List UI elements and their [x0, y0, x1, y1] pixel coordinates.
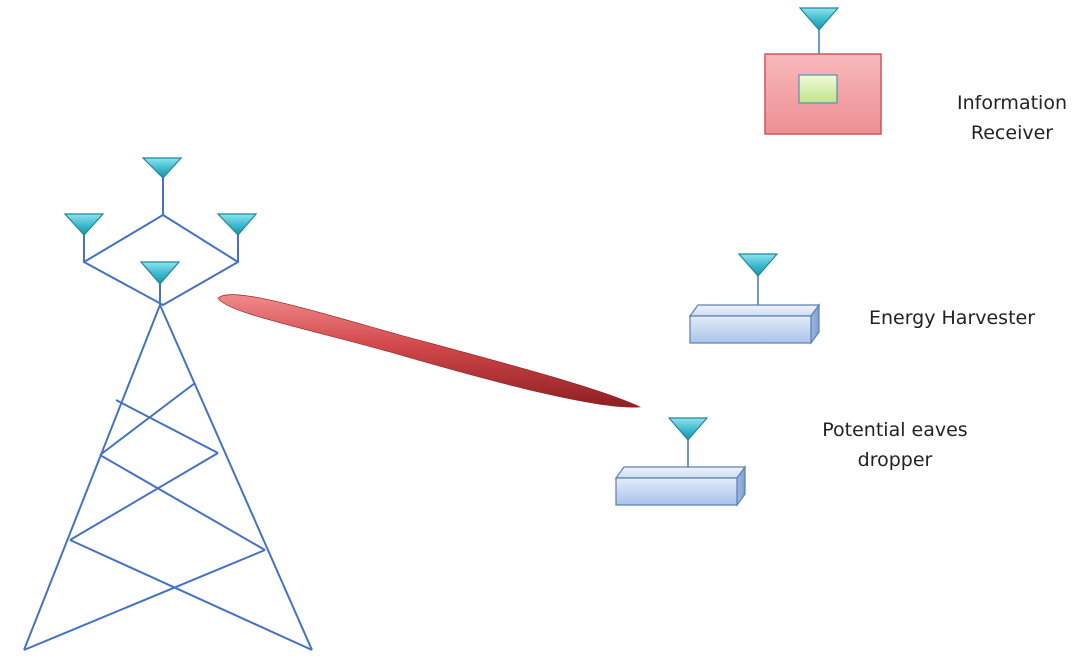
antenna-icon: [798, 7, 840, 31]
antenna-icon: [216, 213, 258, 236]
energy-harvester-device: [688, 253, 821, 345]
information-receiver-label: Information Receiver: [948, 88, 1076, 148]
antenna-icon: [139, 261, 181, 285]
receiver-chip: [798, 74, 838, 104]
eavesdropper-device: [614, 417, 747, 507]
beam-icon: [217, 294, 642, 408]
tower-antenna-top: [141, 157, 183, 179]
antenna-icon: [667, 417, 709, 441]
antenna-icon: [63, 213, 105, 236]
tower-antenna-left: [63, 213, 105, 236]
information-receiver-label-line2: Receiver: [970, 122, 1054, 144]
receiver-icon: [764, 7, 882, 135]
energy-harvester-label: Energy Harvester: [852, 303, 1052, 333]
device-top: [688, 304, 821, 317]
information-receiver-label-line1: Information: [957, 92, 1067, 114]
tower-icon: [23, 175, 313, 651]
device-top: [614, 466, 747, 479]
antenna-icon: [737, 253, 779, 277]
device-icon: [689, 315, 812, 344]
eavesdropper-label-line2: dropper: [857, 449, 933, 471]
tower-antenna-center: [139, 261, 181, 285]
eavesdropper-label-line1: Potential eaves: [822, 419, 968, 441]
device-icon: [615, 477, 738, 506]
energy-harvester-label-line1: Energy Harvester: [868, 307, 1036, 329]
antenna-icon: [141, 157, 183, 179]
eavesdropper-label: Potential eaves dropper: [795, 415, 995, 475]
tower-antenna-right: [216, 213, 258, 236]
